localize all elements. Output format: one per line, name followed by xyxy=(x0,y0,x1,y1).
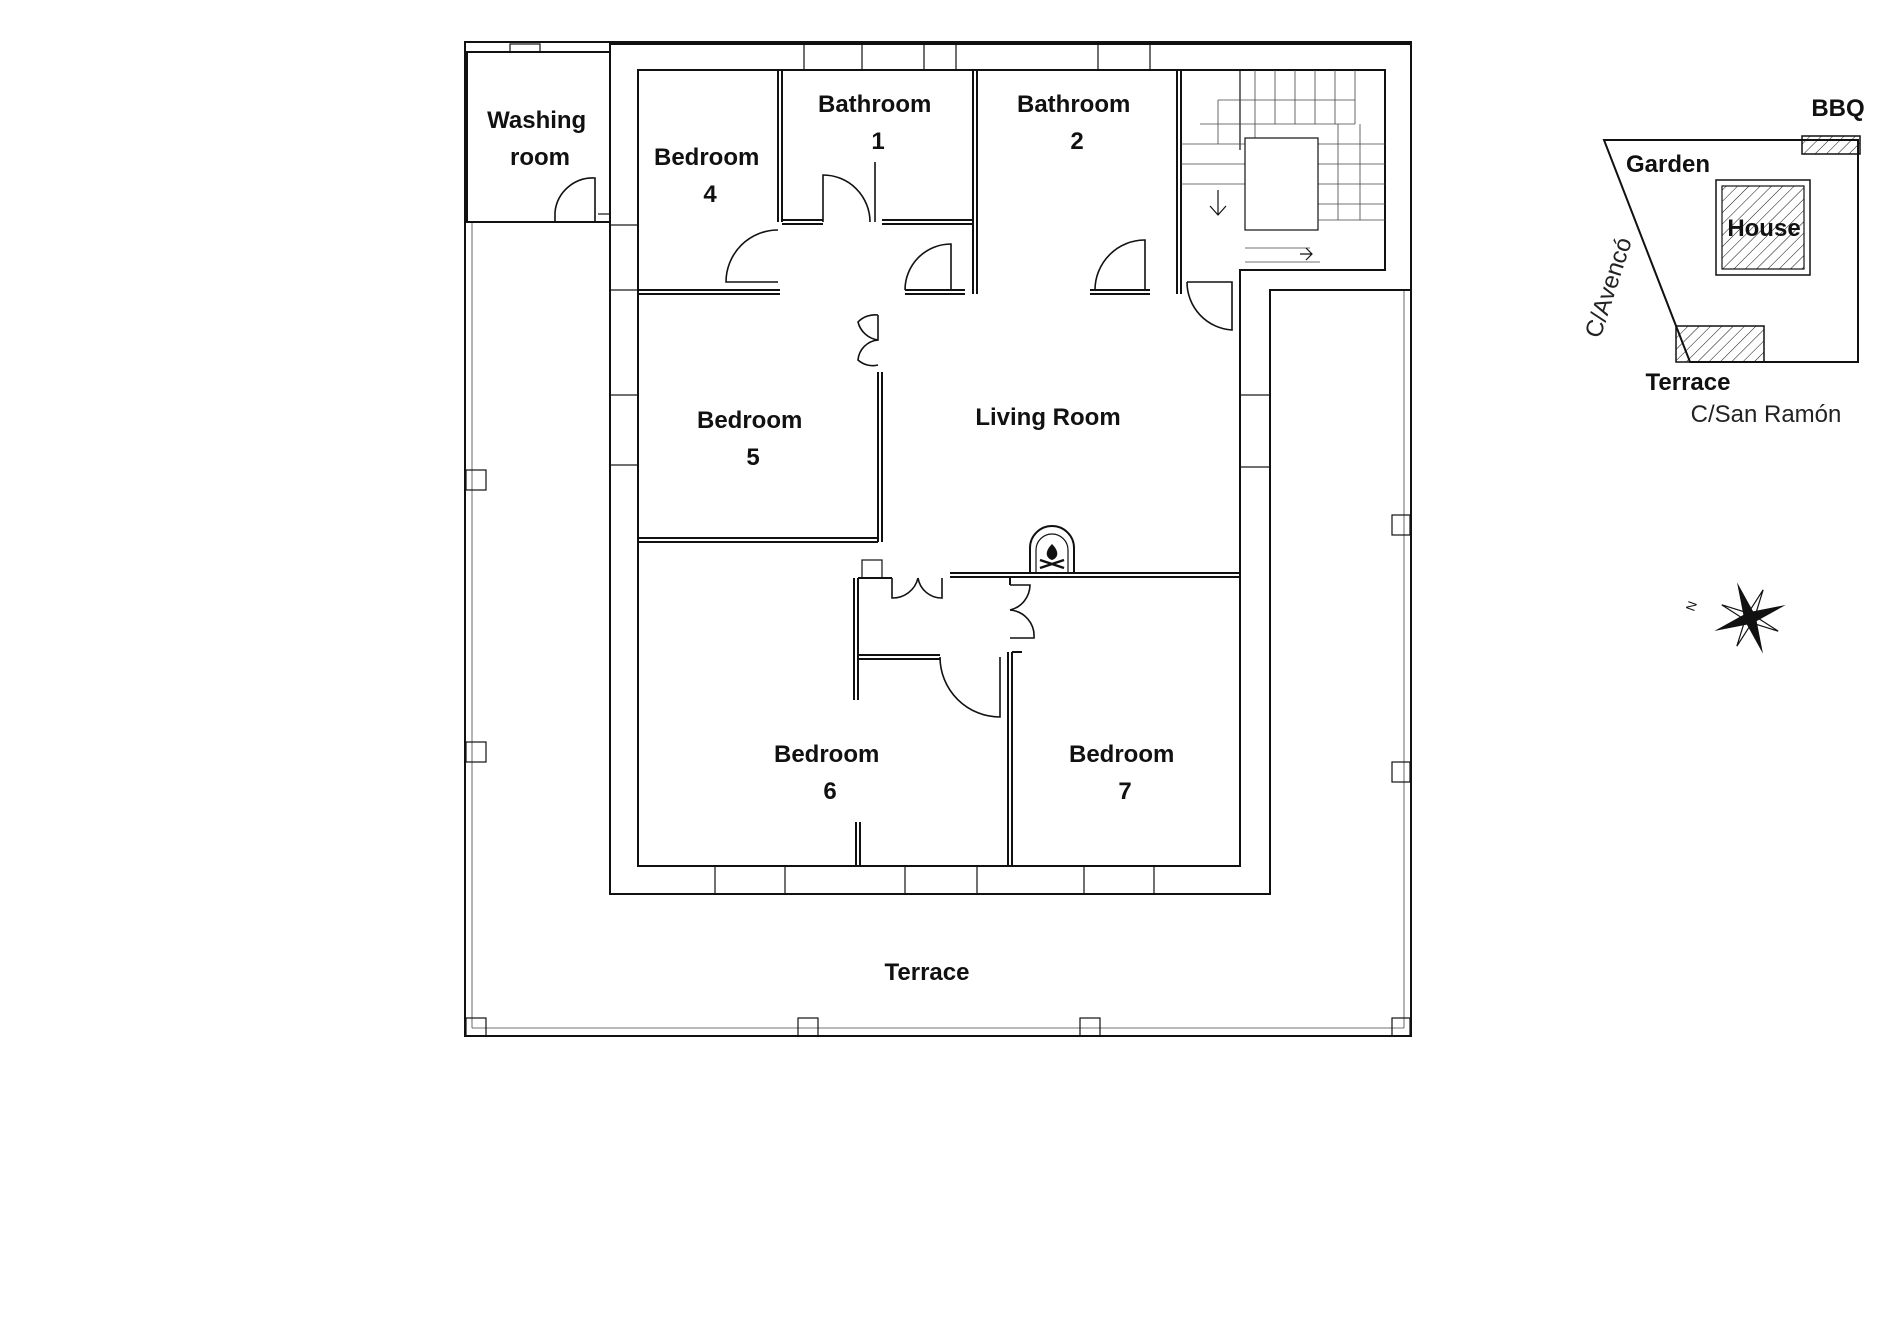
site-plan: BBQ Garden House C/Avencó Terrace C/San … xyxy=(1580,95,1865,428)
site-terrace-block xyxy=(1675,325,1765,363)
bedroom-4-label: Bedroom 4 xyxy=(654,144,766,208)
bedroom-5-label: Bedroom 5 xyxy=(697,407,809,471)
washing-room-label: Washing room xyxy=(487,107,593,171)
bedroom-7-label: Bedroom 7 xyxy=(1069,741,1181,805)
site-terrace-label: Terrace xyxy=(1646,369,1731,396)
house-label: House xyxy=(1727,215,1800,242)
bathroom-2-label: Bathroom 2 xyxy=(1017,91,1137,155)
house-block xyxy=(1715,179,1811,276)
garden-label: Garden xyxy=(1626,151,1710,178)
staircase xyxy=(1181,69,1385,263)
terrace-label: Terrace xyxy=(885,959,970,986)
living-room-label: Living Room xyxy=(975,404,1120,431)
street-front-label: C/San Ramón xyxy=(1691,401,1842,428)
fireplace-icon xyxy=(1029,525,1075,573)
street-side-label: C/Avencó xyxy=(1580,234,1638,341)
house-shell xyxy=(609,43,1412,895)
bathroom-1-label: Bathroom 1 xyxy=(818,91,938,155)
interior-walls xyxy=(638,70,1240,866)
bbq-label: BBQ xyxy=(1811,95,1864,122)
bbq-block xyxy=(1801,135,1861,155)
compass-rose-icon xyxy=(1714,582,1786,654)
north-label: N xyxy=(1683,599,1700,613)
terrace-area xyxy=(464,41,1412,1037)
doors xyxy=(725,162,1233,718)
bedroom-6-label: Bedroom 6 xyxy=(774,741,886,805)
